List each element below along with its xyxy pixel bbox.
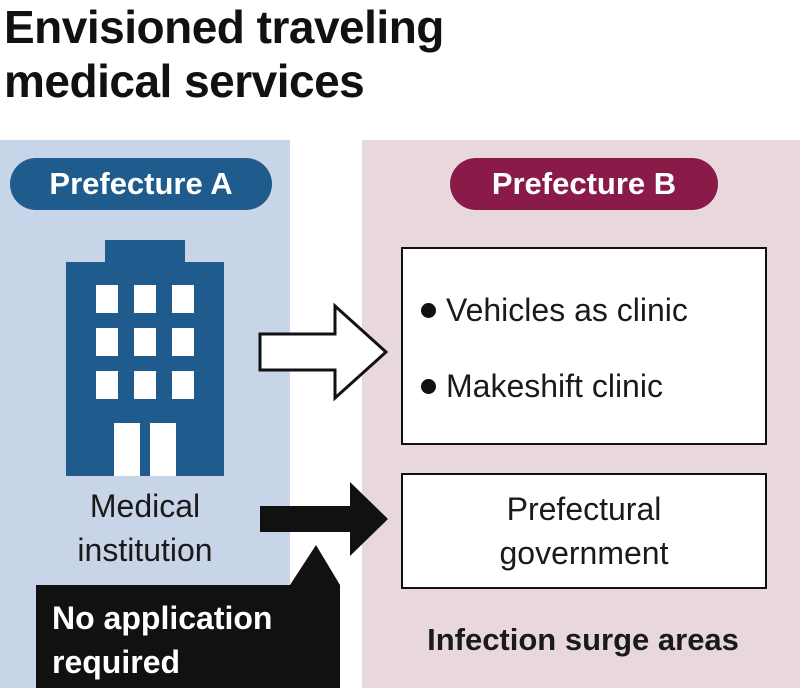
government-label: Prefectural government xyxy=(403,487,765,575)
prefectural-government-box: Prefectural government xyxy=(401,473,767,589)
title-line-1: Envisioned traveling xyxy=(4,1,444,53)
services-box: Vehicles as clinic Makeshift clinic xyxy=(401,247,767,445)
service-item-makeshift: Makeshift clinic xyxy=(421,367,663,405)
infection-surge-areas-label: Infection surge areas xyxy=(427,622,739,657)
prefecture-a-label: Prefecture A xyxy=(10,158,272,210)
service-item-vehicles: Vehicles as clinic xyxy=(421,291,688,329)
callout-line-2: required xyxy=(52,644,181,680)
institution-line-1: Medical xyxy=(89,488,201,524)
title-line-2: medical services xyxy=(4,55,365,107)
medical-institution-label: Medical institution xyxy=(40,484,250,572)
service-item-label: Makeshift clinic xyxy=(446,368,663,404)
prefecture-b-label: Prefecture B xyxy=(450,158,718,210)
bullet-icon xyxy=(421,378,436,394)
callout-line-1: No application xyxy=(52,600,273,636)
callout-text: No application required xyxy=(52,596,272,684)
government-line-1: Prefectural xyxy=(506,491,662,527)
institution-line-2: institution xyxy=(77,532,213,568)
service-item-label: Vehicles as clinic xyxy=(446,292,688,328)
diagram-title: Envisioned traveling medical services xyxy=(4,0,444,108)
government-line-2: government xyxy=(499,535,669,571)
bullet-icon xyxy=(421,302,436,318)
